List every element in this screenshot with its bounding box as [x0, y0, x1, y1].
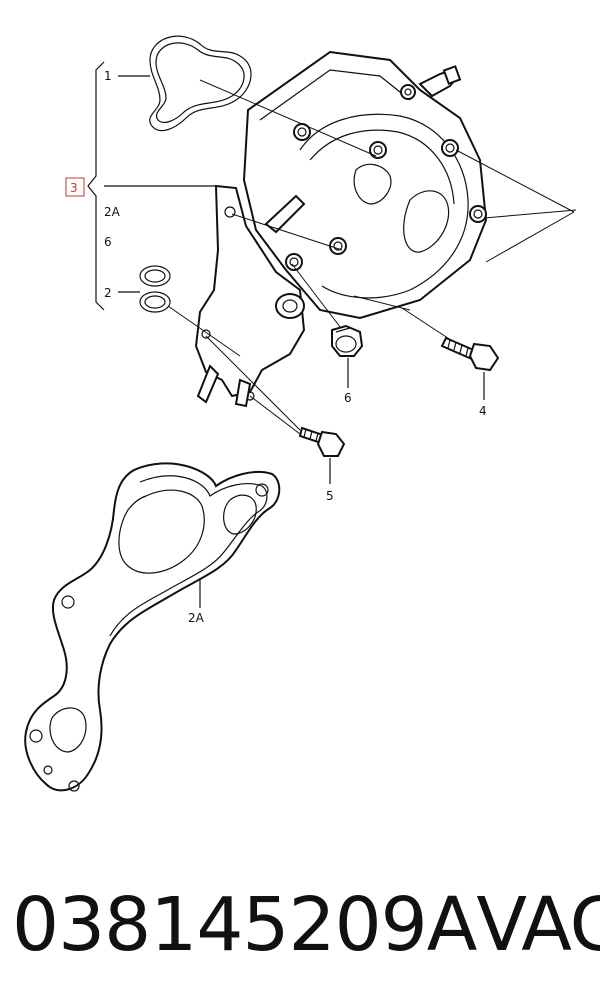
group-bracket	[87, 61, 105, 311]
brand-name: VAG	[476, 882, 600, 968]
callout-plug: 6	[344, 391, 352, 405]
bolt-4	[440, 336, 500, 372]
callout-seal-ring: 1	[104, 69, 112, 83]
callout-o-ring: 2	[104, 286, 112, 300]
plug	[331, 324, 364, 357]
callout-bolt-4: 4	[479, 404, 487, 418]
part-number: 038145209A	[12, 882, 477, 968]
o-ring	[139, 265, 171, 313]
exploded-parts-diagram: 3 1 2A 6 2	[24, 35, 577, 792]
assembly-lines	[167, 79, 577, 435]
callout-bolt-5: 5	[326, 489, 334, 503]
callout-gasket-ref: 2A	[104, 205, 121, 219]
bolt-5	[298, 426, 346, 457]
callout-plug-ref: 6	[104, 235, 112, 249]
group-callout-box	[65, 177, 85, 197]
seal-ring-inner	[155, 42, 245, 124]
callout-gasket: 2A	[188, 611, 205, 625]
vacuum-pump-housing	[242, 50, 488, 320]
callout-group: 3	[70, 181, 78, 195]
seal-ring	[149, 35, 252, 132]
part-caption: 038145209A VAG	[12, 870, 600, 980]
pump-flange	[194, 184, 306, 408]
gasket	[24, 462, 281, 792]
